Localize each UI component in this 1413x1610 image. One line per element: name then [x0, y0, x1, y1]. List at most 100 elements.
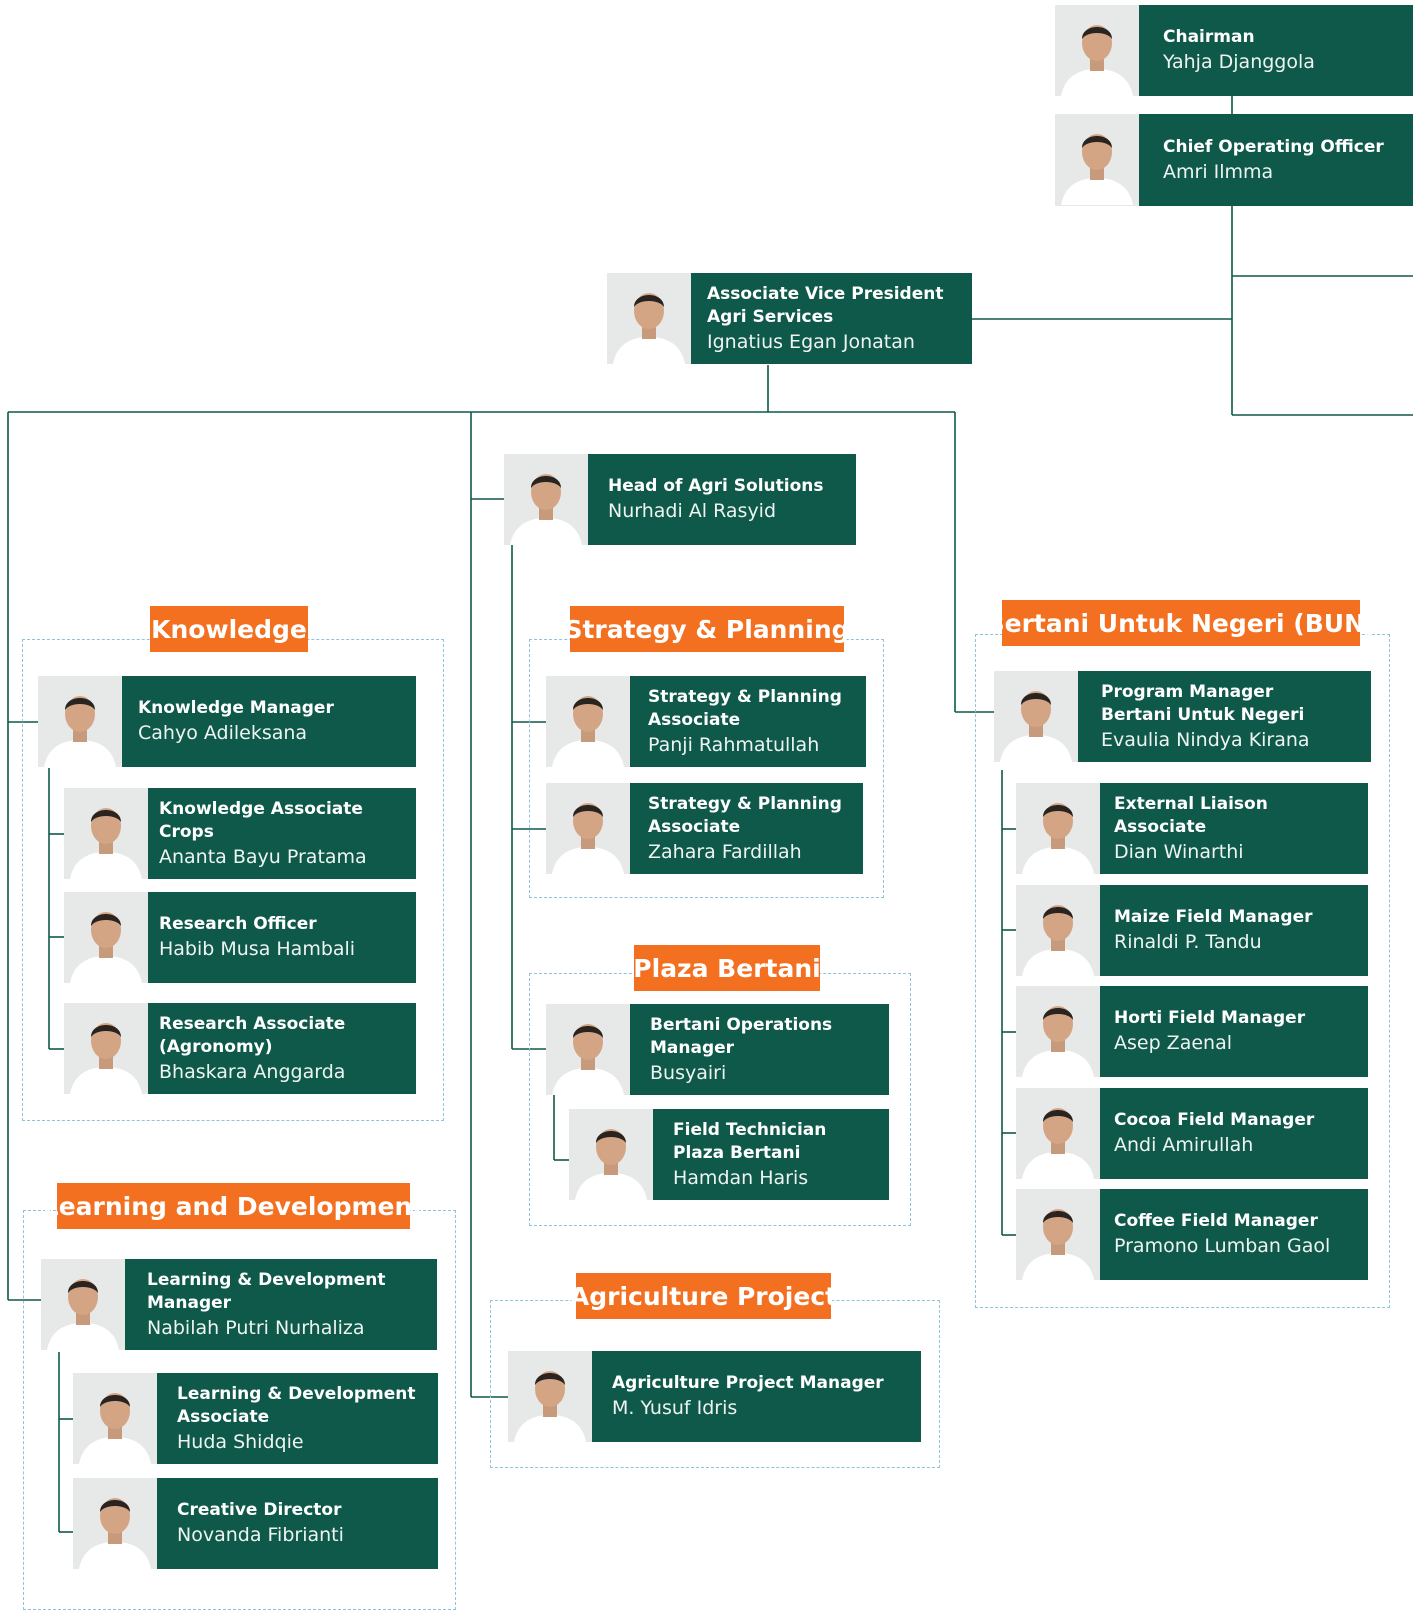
card-name: Yahja Djanggola	[1163, 51, 1315, 73]
avatar	[1055, 5, 1139, 96]
card-title: Bertani Operations Manager	[650, 1014, 833, 1058]
avatar	[1016, 986, 1100, 1077]
avatar	[1016, 783, 1100, 874]
portrait-icon	[1022, 803, 1094, 874]
portrait-icon	[79, 1393, 151, 1464]
avatar	[508, 1351, 592, 1442]
card-name: Rinaldi P. Tandu	[1114, 931, 1262, 953]
card-coffee-field-manager[interactable]: Coffee Field Manager Pramono Lumban Gaol	[1016, 1189, 1368, 1280]
card-title: Cocoa Field Manager	[1114, 1110, 1315, 1130]
portrait-icon	[552, 803, 624, 874]
portrait-icon	[1022, 1209, 1094, 1280]
card-title: Head of Agri Solutions	[608, 476, 824, 496]
portrait-icon	[613, 293, 685, 364]
card-learning-development-associate[interactable]: Learning & Development Associate Huda Sh…	[73, 1373, 438, 1464]
card-name: Cahyo Adileksana	[138, 722, 308, 744]
card-cocoa-field-manager[interactable]: Cocoa Field Manager Andi Amirullah	[1016, 1088, 1368, 1179]
card-agriculture-project-manager[interactable]: Agriculture Project Manager M. Yusuf Idr…	[508, 1351, 921, 1442]
card-name: Andi Amirullah	[1114, 1134, 1254, 1156]
card-title: Maize Field Manager	[1114, 907, 1313, 927]
card-title: Agriculture Project Manager	[612, 1373, 884, 1393]
card-name: Asep Zaenal	[1114, 1032, 1232, 1054]
avatar	[546, 783, 630, 874]
card-title: Strategy & Planning Associate	[648, 686, 842, 730]
card-research-associate[interactable]: Research Associate (Agronomy) Bhaskara A…	[64, 1003, 416, 1094]
group-label-knowledge: Knowledge	[150, 606, 308, 652]
card-name: Dian Winarthi	[1114, 840, 1244, 863]
avatar	[994, 671, 1078, 762]
card-name: M. Yusuf Idris	[612, 1397, 738, 1419]
avatar	[1016, 885, 1100, 976]
card-bertani-operations-manager[interactable]: Bertani Operations Manager Busyairi	[546, 1004, 889, 1095]
avatar	[1055, 114, 1139, 206]
card-name: Habib Musa Hambali	[159, 938, 356, 960]
avatar	[38, 676, 122, 767]
avatar	[546, 676, 630, 767]
card-name: Hamdan Haris	[673, 1166, 809, 1189]
card-title: External Liaison Associate	[1114, 793, 1268, 837]
portrait-icon	[1061, 134, 1133, 205]
card-name: Zahara Fardillah	[648, 840, 802, 863]
avatar	[64, 892, 148, 983]
card-avp[interactable]: Associate Vice President Agri Services I…	[607, 273, 972, 364]
card-knowledge-manager[interactable]: Knowledge Manager Cahyo Adileksana	[38, 676, 416, 767]
avatar	[504, 454, 588, 545]
card-name: Huda Shidqie	[177, 1430, 304, 1453]
card-title: Associate Vice President Agri Services	[707, 283, 944, 327]
card-title: Horti Field Manager	[1114, 1008, 1306, 1028]
portrait-icon	[79, 1498, 151, 1569]
card-title: Learning & Development Associate	[177, 1383, 416, 1427]
card-name: Nabilah Putri Nurhaliza	[147, 1316, 365, 1339]
portrait-icon	[70, 808, 142, 879]
card-creative-director[interactable]: Creative Director Novanda Fibrianti	[73, 1478, 438, 1569]
card-research-officer[interactable]: Research Officer Habib Musa Hambali	[64, 892, 416, 983]
card-maize-field-manager[interactable]: Maize Field Manager Rinaldi P. Tandu	[1016, 885, 1368, 976]
card-title: Research Officer	[159, 914, 317, 934]
avatar	[73, 1373, 157, 1464]
card-head-agri-solutions[interactable]: Head of Agri Solutions Nurhadi Al Rasyid	[504, 454, 856, 545]
portrait-icon	[1022, 905, 1094, 976]
card-title: Knowledge Manager	[138, 698, 334, 718]
portrait-icon	[1000, 691, 1072, 762]
card-field-technician[interactable]: Field Technician Plaza Bertani Hamdan Ha…	[569, 1109, 889, 1200]
portrait-icon	[510, 474, 582, 545]
card-strategy-associate-1[interactable]: Strategy & Planning Associate Panji Rahm…	[546, 676, 866, 767]
avatar	[1016, 1088, 1100, 1179]
portrait-icon	[70, 912, 142, 983]
avatar	[1016, 1189, 1100, 1280]
card-program-manager[interactable]: Program Manager Bertani Untuk Negeri Eva…	[994, 671, 1371, 762]
card-name: Busyairi	[650, 1061, 727, 1084]
portrait-icon	[44, 696, 116, 767]
card-strategy-associate-2[interactable]: Strategy & Planning Associate Zahara Far…	[546, 783, 863, 874]
portrait-icon	[1022, 1108, 1094, 1179]
card-title: Research Associate (Agronomy)	[159, 1013, 346, 1057]
portrait-icon	[47, 1279, 119, 1350]
card-title: Creative Director	[177, 1500, 342, 1520]
group-label-learning: Learning and Development	[43, 1183, 424, 1229]
card-coo[interactable]: Chief Operating Officer Amri Ilmma	[1055, 114, 1413, 206]
card-title: Chief Operating Officer	[1163, 136, 1384, 157]
group-label-agri-project: Agriculture Project	[570, 1273, 837, 1319]
card-name: Bhaskara Anggarda	[159, 1060, 346, 1083]
group-label-strategy: Strategy & Planning	[564, 606, 850, 652]
card-horti-field-manager[interactable]: Horti Field Manager Asep Zaenal	[1016, 986, 1368, 1077]
avatar	[41, 1259, 125, 1350]
card-name: Evaulia Nindya Kirana	[1101, 728, 1310, 751]
card-learning-development-manager[interactable]: Learning & Development Manager Nabilah P…	[41, 1259, 437, 1350]
card-name: Pramono Lumban Gaol	[1114, 1235, 1331, 1257]
card-title: Strategy & Planning Associate	[648, 793, 842, 837]
card-name: Nurhadi Al Rasyid	[608, 500, 777, 522]
avatar	[73, 1478, 157, 1569]
card-chairman[interactable]: Chairman Yahja Djanggola	[1055, 5, 1413, 96]
portrait-icon	[70, 1023, 142, 1094]
card-title: Program Manager Bertani Untuk Negeri	[1101, 681, 1305, 725]
card-knowledge-associate[interactable]: Knowledge Associate Crops Ananta Bayu Pr…	[64, 788, 416, 879]
card-title: Field Technician Plaza Bertani	[673, 1119, 827, 1163]
card-external-liaison-associate[interactable]: External Liaison Associate Dian Winarthi	[1016, 783, 1368, 874]
portrait-icon	[1061, 25, 1133, 96]
card-title: Learning & Development Manager	[147, 1269, 386, 1313]
portrait-icon	[575, 1129, 647, 1200]
avatar	[64, 788, 148, 879]
portrait-icon	[1022, 1006, 1094, 1077]
